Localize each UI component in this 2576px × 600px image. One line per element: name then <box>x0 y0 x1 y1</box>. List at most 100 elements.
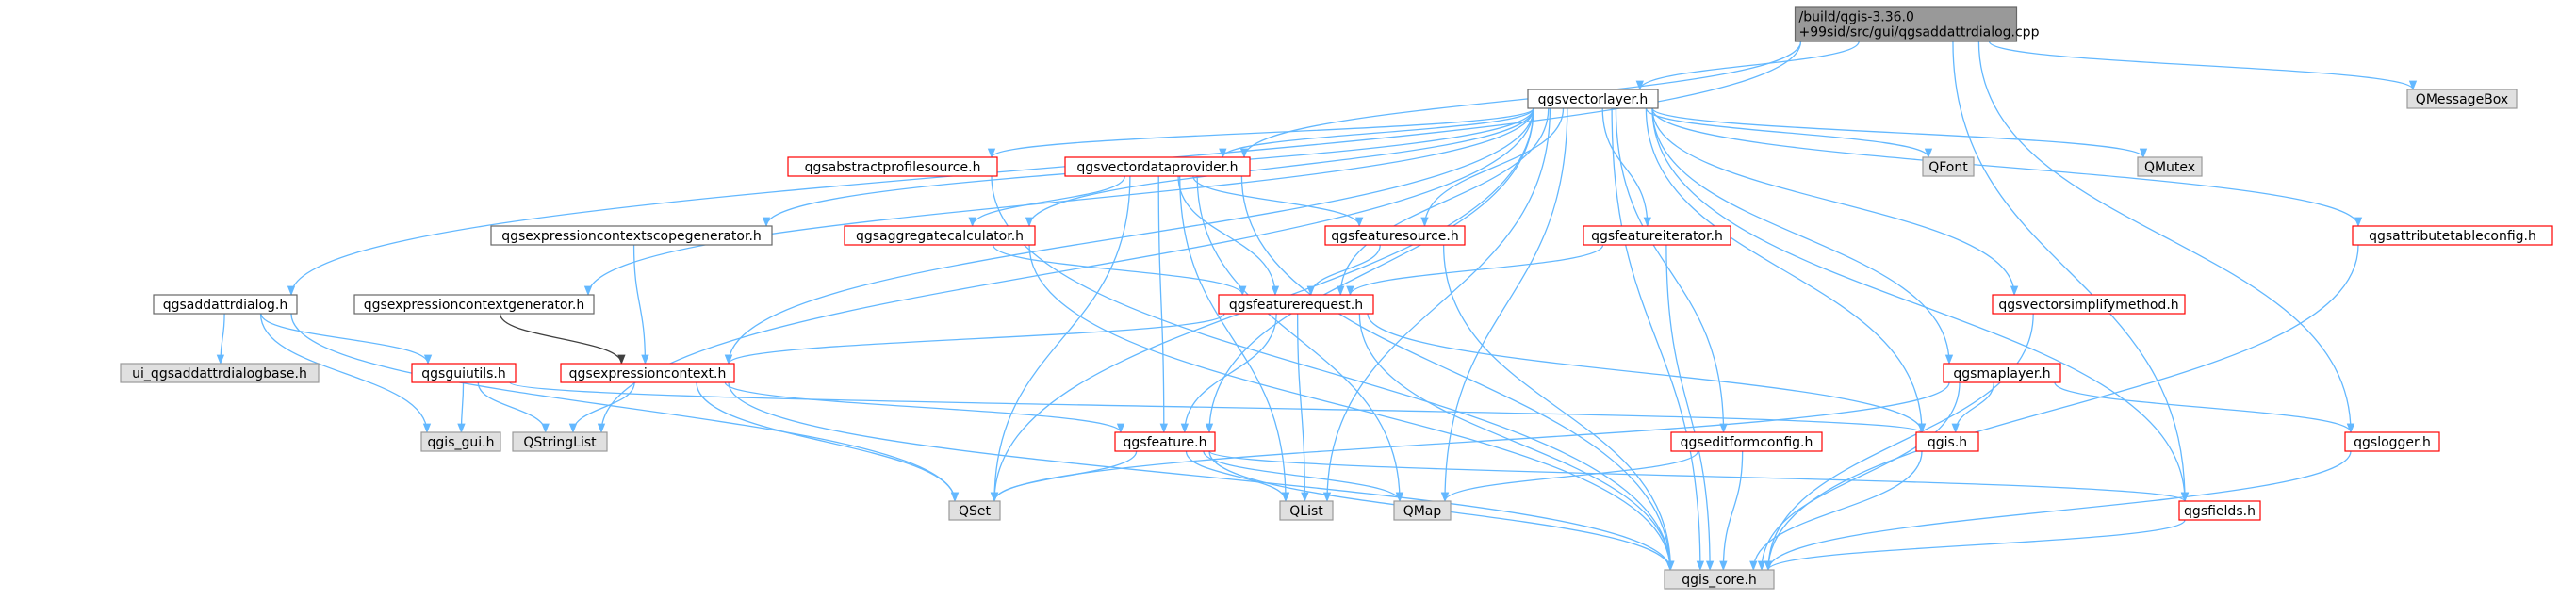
edge-root-to-qgsvectorlayer <box>1635 41 1860 91</box>
edge-qgsaddattrdialog-to-qset <box>290 313 960 503</box>
node-qmessagebox[interactable]: QMessageBox <box>2406 89 2518 109</box>
node-qgslogger[interactable]: qgslogger.h <box>2344 431 2440 452</box>
node-label: qgsvectorlayer.h <box>1538 92 1649 107</box>
edge-qgseditformconfig-to-qmap <box>1440 450 1699 503</box>
node-qgsmaplayer[interactable]: qgsmaplayer.h <box>1943 363 2061 383</box>
node-label: qgsfields.h <box>2184 504 2256 519</box>
node-root[interactable]: /build/qgis-3.36.0+99sid/src/gui/qgsadda… <box>1794 6 2040 42</box>
node-qgsguiutils[interactable]: qgsguiutils.h <box>411 363 517 383</box>
node-qgsattributetableconfig[interactable]: qgsattributetableconfig.h <box>2352 225 2553 246</box>
edge-root-to-qgsvectordataprovider <box>1239 41 1802 159</box>
edge-qgsguiutils-to-qgis <box>509 381 1926 434</box>
edge-qgsvectordataprovider-to-qgsaggregatecalculator <box>968 175 1125 228</box>
node-qgsaggregatecalculator[interactable]: qgsaggregatecalculator.h <box>844 225 1036 246</box>
edge-qgsvectorlayer-to-qgsfeature <box>1205 107 1534 434</box>
edge-qgsvectorlayer-to-qgsabstractprofilesource <box>988 107 1534 159</box>
edge-qgsfeature-to-qlist <box>1185 450 1290 503</box>
edge-qgsfeaturerequest-to-qgis_core <box>1358 313 1675 572</box>
node-qgsfeaturesource[interactable]: qgsfeaturesource.h <box>1324 225 1466 246</box>
edge-qgseditformconfig-to-qgis_core <box>1719 450 1744 572</box>
edge-qgsvectordataprovider-to-qgis_core <box>1240 175 1675 572</box>
node-layer: /build/qgis-3.36.0+99sid/src/gui/qgsadda… <box>120 6 2553 590</box>
edge-qgsfields-to-qgis_core <box>1764 519 2186 572</box>
node-qgsexpressioncontext[interactable]: qgsexpressioncontext.h <box>560 363 735 383</box>
node-qgsvectorlayer[interactable]: qgsvectorlayer.h <box>1527 89 1659 109</box>
node-qgseditformconfig[interactable]: qgseditformconfig.h <box>1670 431 1823 452</box>
edge-qgsfeature-to-qset <box>990 450 1138 503</box>
node-qstringlist[interactable]: QStringList <box>512 431 608 452</box>
edge-qgsexpressioncontext-to-qgis_core <box>728 381 1675 572</box>
edge-qgsvectorlayer-to-qgsfeaturerequest <box>1337 107 1550 297</box>
node-box <box>787 156 998 177</box>
node-box <box>120 363 320 383</box>
node-label: QSet <box>959 504 992 519</box>
edge-qgsmaplayer-to-qgslogger <box>2054 381 2355 434</box>
node-box <box>1943 363 2061 383</box>
node-qgsfields[interactable]: qgsfields.h <box>2178 500 2261 521</box>
edge-qgsfeaturerequest-to-qgis <box>1367 313 1927 434</box>
node-qgsfeatureiterator[interactable]: qgsfeatureiterator.h <box>1583 225 1731 246</box>
node-label: qgis_core.h <box>1682 573 1757 588</box>
node-box <box>1992 294 2186 315</box>
node-qgis_core[interactable]: qgis_core.h <box>1664 569 1775 590</box>
node-qgsexpressioncontextgenerator[interactable]: qgsexpressioncontextgenerator.h <box>353 294 595 315</box>
node-qgsfeature[interactable]: qgsfeature.h <box>1114 431 1216 452</box>
node-box <box>844 225 1036 246</box>
edge-qgsvectordataprovider-to-qgsfeaturesource <box>1192 175 1364 228</box>
edge-qgsaggregatecalculator-to-qgis_core <box>1028 244 1675 572</box>
edge-qgsabstractprofilesource-to-qgis_core <box>991 175 1675 572</box>
node-label: QList <box>1289 504 1323 519</box>
node-box <box>560 363 735 383</box>
node-label: qgslogger.h <box>2354 435 2431 450</box>
node-qmutex[interactable]: QMutex <box>2137 156 2203 177</box>
node-qgsabstractprofilesource[interactable]: qgsabstractprofilesource.h <box>787 156 998 177</box>
edge-qgsvectordataprovider-to-qgsfeature <box>1157 175 1168 434</box>
node-ui_qgsaddattrdialogbase[interactable]: ui_qgsaddattrdialogbase.h <box>120 363 320 383</box>
node-box <box>153 294 298 315</box>
edge-qgsexpressioncontextscopegenerator-to-qgsexpressioncontext <box>632 244 649 365</box>
edge-qgsexpressioncontext-to-qstringlist <box>568 381 635 434</box>
node-qgsaddattrdialog[interactable]: qgsaddattrdialog.h <box>153 294 298 315</box>
node-label: QStringList <box>523 435 597 450</box>
edge-qgsvectorlayer-to-qgsexpressioncontext <box>724 107 1534 365</box>
edge-root-to-qgslogger <box>1977 41 2355 434</box>
node-box <box>948 500 1001 521</box>
node-qset[interactable]: QSet <box>948 500 1001 521</box>
node-box <box>1279 500 1334 521</box>
node-label: ui_qgsaddattrdialogbase.h <box>132 366 307 381</box>
node-box <box>1114 431 1216 452</box>
edge-qgsmaplayer-to-qgis_core <box>1757 381 1961 572</box>
node-label: qgsfeature.h <box>1124 435 1207 450</box>
edge-qgsvectordataprovider-to-qlist <box>1179 175 1290 503</box>
node-box <box>1922 156 1975 177</box>
node-box <box>512 431 608 452</box>
edge-qgsfeatureiterator-to-qgis_core <box>1665 244 1715 572</box>
edge-root-to-qgsfields <box>1952 41 2190 503</box>
node-label: qgsabstractprofilesource.h <box>805 160 981 175</box>
edge-qgsvectorlayer-to-qmutex <box>1651 107 2147 159</box>
node-label: qgis_gui.h <box>428 435 495 450</box>
node-qgis[interactable]: qgis.h <box>1915 431 1979 452</box>
edge-qgsvectorlayer-to-qgis <box>1645 107 1927 434</box>
node-box <box>490 225 773 246</box>
node-qfont[interactable]: QFont <box>1922 156 1975 177</box>
edge-qgsvectorlayer-to-qgsfields <box>1651 107 2190 503</box>
edge-qgsaggregatecalculator-to-qgsfeaturerequest <box>993 244 1247 297</box>
node-box <box>1324 225 1466 246</box>
edge-qgsvectorlayer-to-qgsaggregatecalculator <box>1025 107 1534 228</box>
edge-qgsguiutils-to-qgis_gui <box>457 381 466 434</box>
node-qgis_gui[interactable]: qgis_gui.h <box>420 431 501 452</box>
node-box <box>353 294 595 315</box>
node-label: qgsfeaturerequest.h <box>1229 298 1363 313</box>
node-qlist[interactable]: QList <box>1279 500 1334 521</box>
edge-qgsvectorlayer-to-qgsvectorsimplifymethod <box>1651 107 2019 297</box>
edge-qgsvectorlayer-to-qgsvectordataprovider <box>1219 107 1534 159</box>
node-qgsfeaturerequest[interactable]: qgsfeaturerequest.h <box>1218 294 1374 315</box>
node-qgsvectorsimplifymethod[interactable]: qgsvectorsimplifymethod.h <box>1992 294 2186 315</box>
node-qmap[interactable]: QMap <box>1393 500 1452 521</box>
node-qgsvectordataprovider[interactable]: qgsvectordataprovider.h <box>1064 156 1251 177</box>
edge-qgsaddattrdialog-to-qgsguiutils <box>260 313 433 365</box>
node-box <box>1218 294 1374 315</box>
edge-qgsexpressioncontextgenerator-to-qgsexpressioncontext <box>499 313 626 365</box>
node-qgsexpressioncontextscopegenerator[interactable]: qgsexpressioncontextscopegenerator.h <box>490 225 773 246</box>
